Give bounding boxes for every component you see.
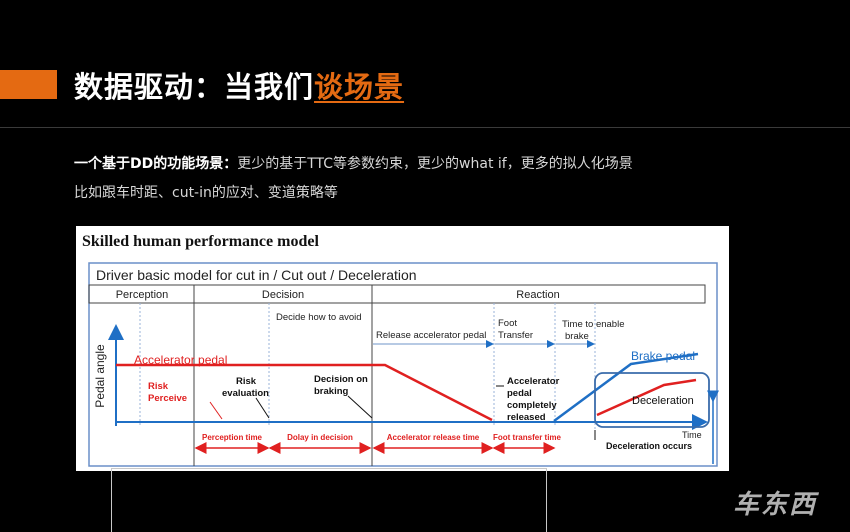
brake-label: Brake pedal — [631, 349, 695, 363]
phase-perception: Perception — [116, 289, 169, 301]
interval-foot: Foot transfer time — [493, 433, 562, 442]
y-axis-label: Pedal angle — [93, 344, 107, 408]
event-risk-eval-1: Risk — [236, 376, 257, 387]
pointer-decision — [347, 395, 373, 419]
event-released-4: released — [507, 412, 546, 423]
label-time-enable: Time to enable — [562, 319, 625, 330]
slide-title: 数据驱动：当我们谈场景 — [74, 64, 404, 106]
body-line-1-bold: 一个基于DD的功能场景： — [74, 156, 238, 172]
body-line-1-rest: 更少的基于TTC等参数约束，更少的what if，更多的拟人化场景 — [237, 156, 633, 172]
accelerator-label: Accelerator pedal — [134, 353, 227, 367]
pointer-perceive — [209, 401, 223, 420]
label-decide-avoid: Decide how to avoid — [276, 312, 362, 323]
title-accent: 谈场景 — [314, 70, 405, 104]
event-risk-eval-2: evaluation — [222, 388, 269, 399]
phase-header — [88, 284, 706, 304]
event-risk-perceive-2: Perceive — [148, 393, 187, 404]
label-brake: brake — [565, 331, 589, 342]
deceleration-label: Deceleration — [632, 395, 694, 407]
interval-decision: Dolay in decision — [287, 433, 353, 442]
event-decision-2: braking — [314, 386, 349, 397]
interval-release: Accelerator release time — [387, 433, 480, 442]
lower-frame — [111, 468, 547, 532]
body-line-1: 一个基于DD的功能场景：更少的基于TTC等参数约束，更少的what if，更多的… — [74, 153, 633, 173]
event-released-1: Accelerator — [507, 376, 560, 387]
deceleration-curve — [596, 378, 697, 417]
phase-decision: Decision — [262, 289, 304, 301]
phase-reaction: Reaction — [516, 289, 559, 301]
pointer-evaluation — [255, 397, 270, 419]
title-accent-bar — [0, 70, 57, 99]
event-deceleration-occurs: Deceleration occurs — [606, 441, 692, 451]
brake-curve — [553, 352, 699, 423]
event-decision-1: Decision on — [314, 374, 368, 385]
figure-heading: Skilled human performance model — [82, 233, 319, 250]
event-risk-perceive-1: Risk — [148, 381, 169, 392]
divider — [0, 127, 850, 128]
figure-background — [76, 226, 729, 471]
title-prefix: 数据驱动：当我们 — [74, 70, 315, 104]
x-axis-label: Time — [682, 430, 702, 440]
label-foot: Foot — [498, 318, 517, 329]
figure-frame — [88, 262, 718, 467]
watermark-logo: 车东西 — [733, 490, 818, 520]
label-transfer: Transfer — [498, 330, 533, 341]
figure-subheading: Driver basic model for cut in / Cut out … — [96, 267, 417, 283]
accelerator-curve — [116, 363, 493, 422]
event-released-2: pedal — [507, 388, 532, 399]
event-released-3: completely — [507, 400, 557, 411]
driver-model-figure: Skilled human performance model Driver b… — [76, 226, 729, 471]
label-release-pedal: Release accelerator pedal — [376, 330, 486, 341]
body-line-2: 比如跟车时距、cut-in的应对、变道策略等 — [74, 185, 338, 201]
interval-perception: Perception time — [202, 433, 263, 442]
